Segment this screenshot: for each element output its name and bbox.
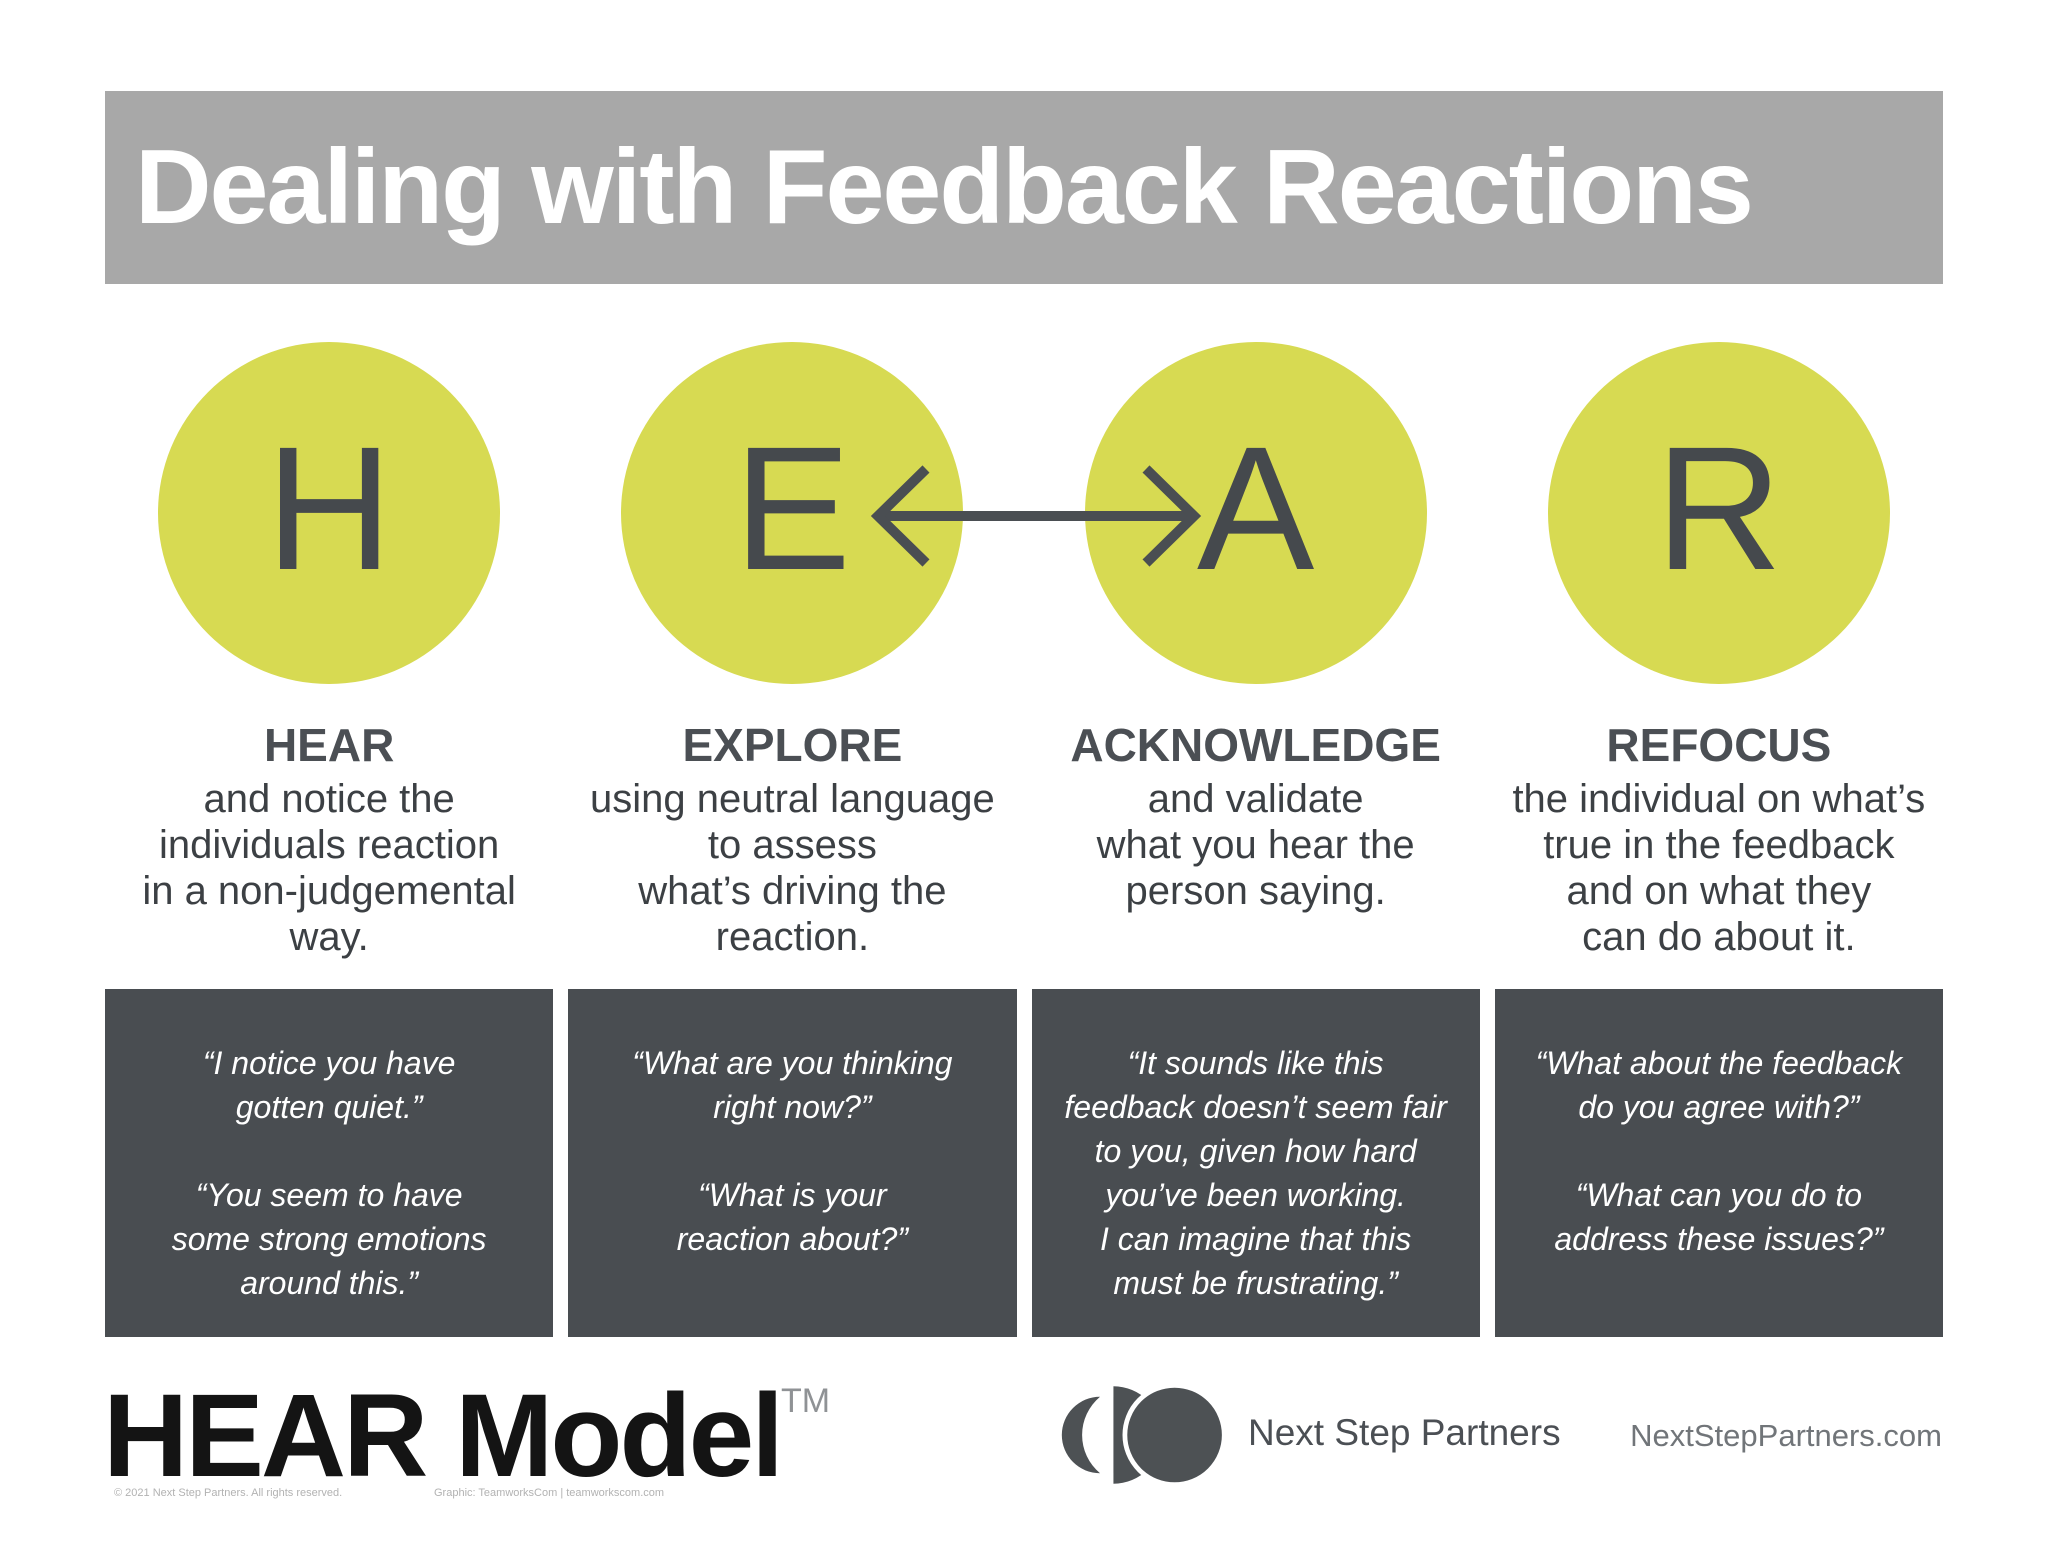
step-descriptions-row: HEAR and notice the individuals reaction… xyxy=(105,722,1943,960)
circle-cell-h: H xyxy=(105,342,553,686)
step-description-explore: using neutral language to assess what’s … xyxy=(589,777,995,959)
page-title: Dealing with Feedback Reactions xyxy=(135,128,1754,246)
circle-letter-r: R xyxy=(1655,411,1783,607)
step-description-refocus: the individual on what’s true in the fee… xyxy=(1512,777,1926,959)
step-heading-refocus: REFOCUS xyxy=(1606,719,1832,771)
step-refocus: REFOCUS the individual on what’s true in… xyxy=(1495,722,1943,960)
next-step-partners-logo-icon xyxy=(1061,1382,1227,1488)
circle-letter-h: H xyxy=(265,411,393,607)
quote-box-refocus: “What about the feedback do you agree wi… xyxy=(1494,989,1943,1337)
trademark-symbol: TM xyxy=(781,1382,831,1420)
quote-text-refocus: “What about the feedback do you agree wi… xyxy=(1535,1045,1903,1257)
title-bar: Dealing with Feedback Reactions xyxy=(105,91,1943,284)
company-name: Next Step Partners xyxy=(1248,1412,1561,1453)
step-acknowledge: ACKNOWLEDGE and validate what you hear t… xyxy=(1032,722,1480,960)
circle-letter-e: E xyxy=(733,411,852,607)
quote-text-acknowledge: “It sounds like this feedback doesn’t se… xyxy=(1064,1045,1447,1301)
step-explore: EXPLORE using neutral language to assess… xyxy=(568,722,1016,960)
quote-text-explore: “What are you thinking right now?” “What… xyxy=(632,1045,953,1257)
circle-h: H xyxy=(158,342,501,684)
step-heading-acknowledge: ACKNOWLEDGE xyxy=(1070,719,1441,771)
quote-box-acknowledge: “It sounds like this feedback doesn’t se… xyxy=(1031,989,1480,1337)
step-heading-hear: HEAR xyxy=(263,719,395,771)
double-arrow-icon xyxy=(870,465,1202,567)
hear-model-title: HEAR ModelTM xyxy=(103,1368,830,1504)
circle-r: R xyxy=(1547,342,1890,684)
quote-box-hear: “I notice you have gotten quiet.” “You s… xyxy=(105,989,554,1337)
step-description-acknowledge: and validate what you hear the person sa… xyxy=(1096,777,1415,913)
step-hear: HEAR and notice the individuals reaction… xyxy=(105,722,553,960)
hear-model-text: HEAR Model xyxy=(103,1370,784,1502)
step-description-hear: and notice the individuals reaction in a… xyxy=(142,777,516,959)
graphic-credit-text: Graphic: TeamworksCom | teamworkscom.com xyxy=(434,1487,665,1499)
circle-letter-a: A xyxy=(1196,411,1315,607)
quote-boxes-row: “I notice you have gotten quiet.” “You s… xyxy=(105,989,1943,1337)
quote-box-explore: “What are you thinking right now?” “What… xyxy=(568,989,1017,1337)
copyright-text: © 2021 Next Step Partners. All rights re… xyxy=(114,1487,343,1499)
circle-cell-r: R xyxy=(1495,342,1943,686)
quote-text-hear: “I notice you have gotten quiet.” “You s… xyxy=(171,1045,487,1301)
step-heading-explore: EXPLORE xyxy=(682,719,903,771)
website-url: NextStepPartners.com xyxy=(1630,1418,1942,1453)
